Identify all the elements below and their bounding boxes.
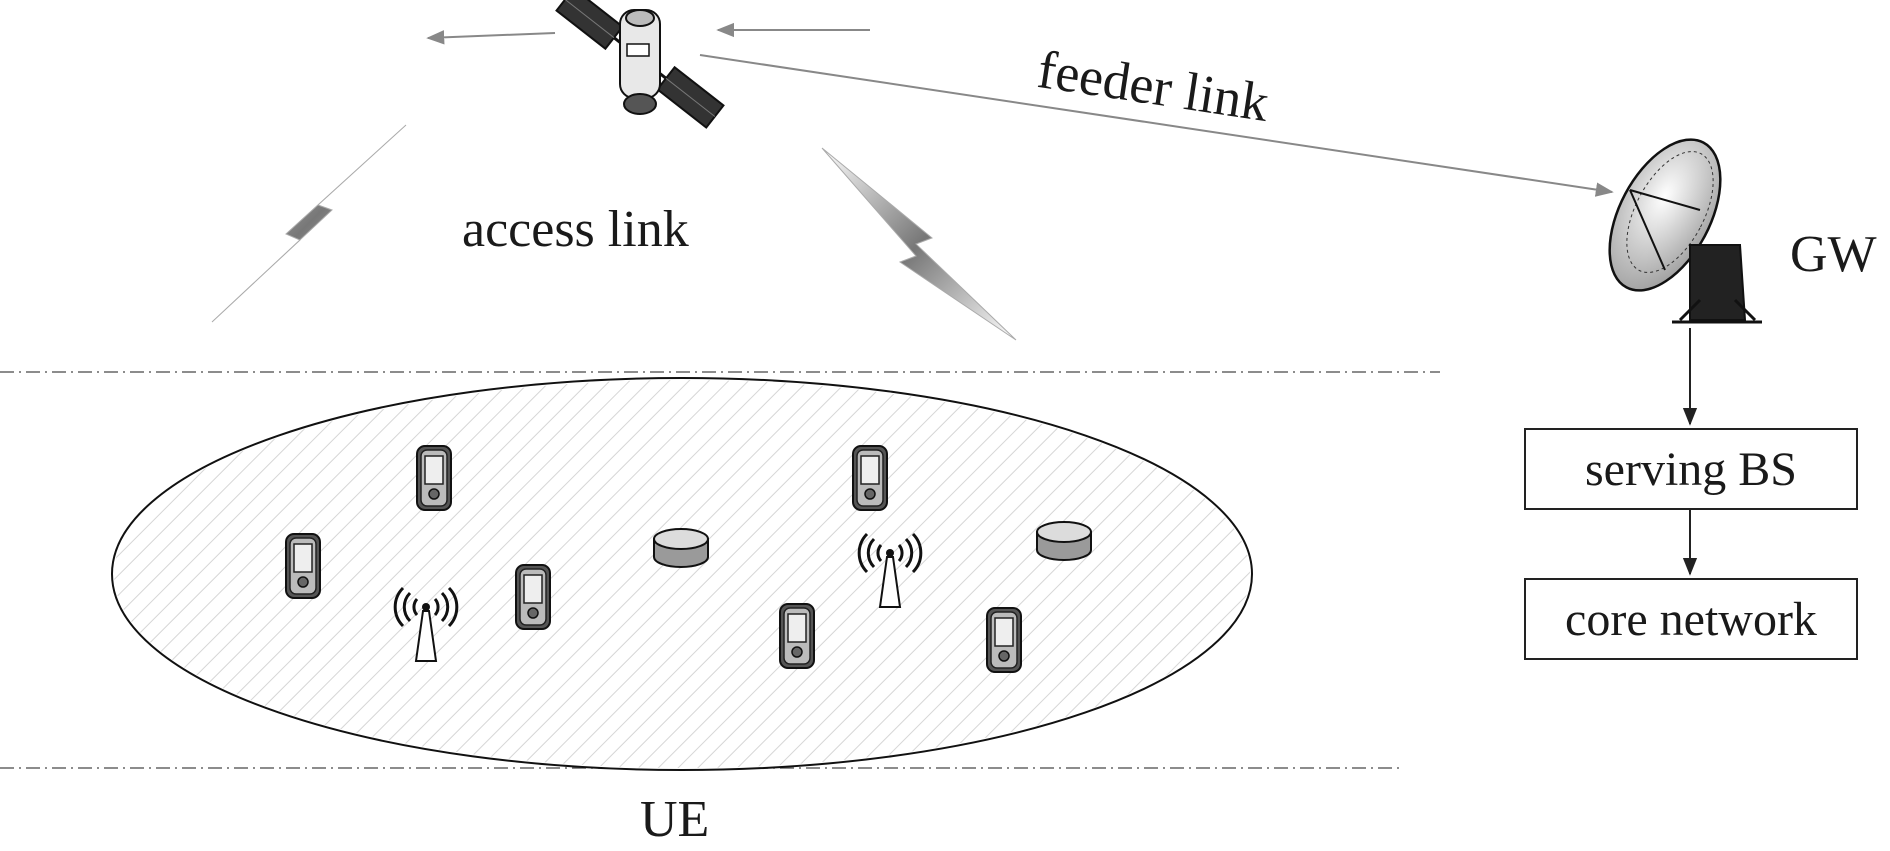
gateway-label: GW [1790,226,1877,283]
mobile-phone-icon [416,445,452,511]
core-network-label: core network [1565,592,1817,646]
mobile-phone-icon [852,445,888,511]
lightning-bolt-icon [821,147,1017,341]
mobile-phone-icon [285,533,321,599]
router-icon [653,528,709,568]
satellite-motion-arrow-left [426,30,556,45]
mobile-phone-icon [779,603,815,669]
lightning-bolt-icon [211,124,407,323]
satellite-icon [555,0,725,129]
mobile-phone-icon [986,607,1022,673]
feeder-link-arrow [699,54,1614,197]
mobile-phone-icon [515,564,551,630]
ue-label: UE [640,791,710,848]
core-network-box: core network [1524,578,1858,660]
access-link-label: access link [462,201,689,258]
serving-bs-box: serving BS [1524,428,1858,510]
coverage-area [114,380,1250,768]
satellite-dish-icon [1608,138,1762,324]
router-icon [1036,521,1092,561]
serving-bs-label: serving BS [1584,442,1797,496]
